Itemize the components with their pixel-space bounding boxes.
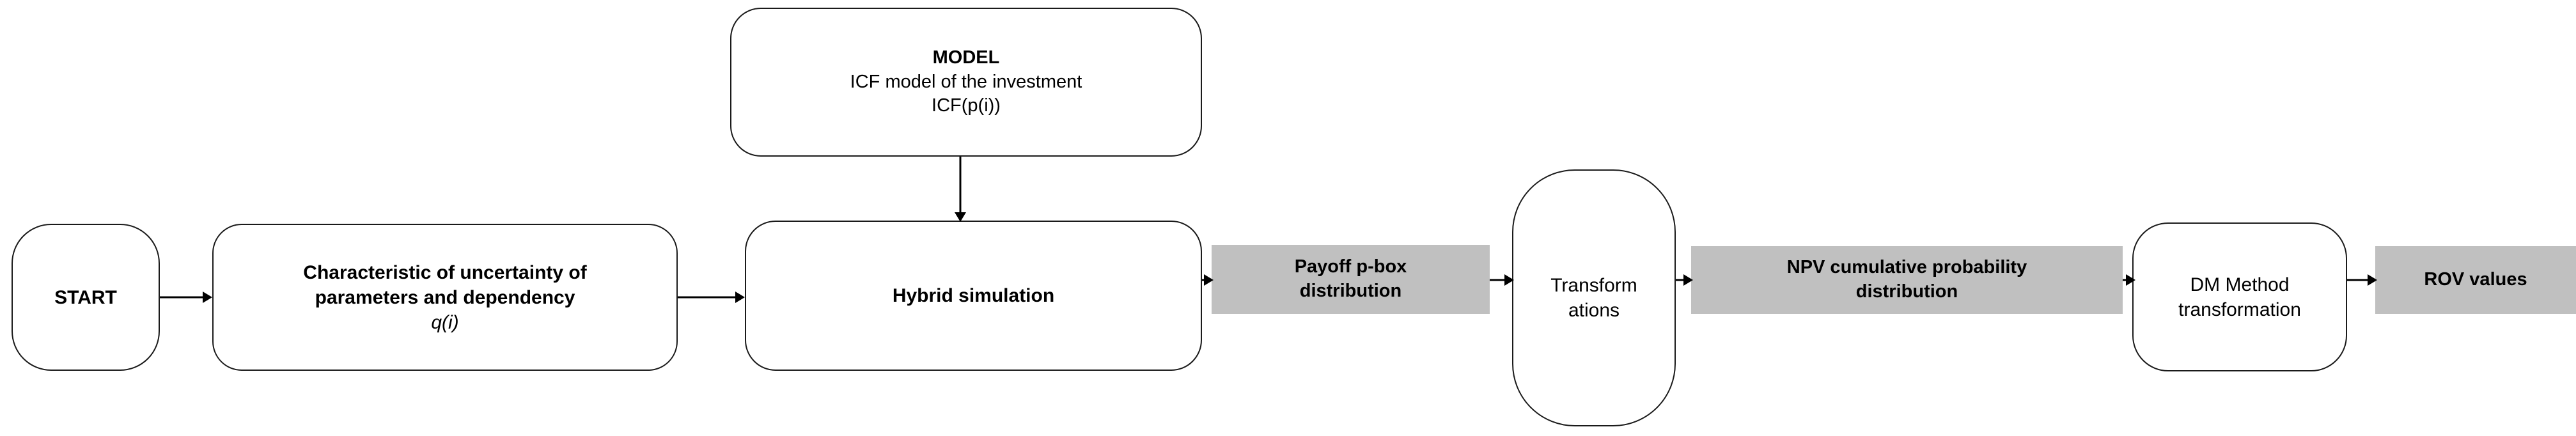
arrow-head (735, 292, 745, 303)
node-model-line3: ICF(p(i)) (932, 95, 1001, 116)
node-model-text: MODEL ICF model of the investment ICF(p(… (731, 46, 1201, 118)
node-payoff-line1: Payoff p-box (1294, 256, 1407, 277)
arrow-shaft (2123, 279, 2127, 281)
arrow-model-to-hybrid (954, 157, 967, 222)
node-dm-method-transformation[interactable]: DM Method transformation (2132, 222, 2347, 371)
arrow-shaft (959, 157, 962, 213)
arrow-shaft (1490, 279, 1505, 281)
node-npv-line1: NPV cumulative probability (1786, 257, 2027, 278)
arrow-shaft (2347, 279, 2368, 281)
node-start-label: START (54, 286, 117, 308)
node-npv-cumulative-probability-distribution[interactable]: NPV cumulative probability distribution (1691, 246, 2123, 314)
node-payoff-line2: distribution (1299, 281, 1402, 301)
node-payoff-text: Payoff p-box distribution (1212, 255, 1490, 303)
node-payoff-p-box-distribution[interactable]: Payoff p-box distribution (1212, 245, 1490, 314)
node-hybrid-simulation[interactable]: Hybrid simulation (745, 221, 1202, 371)
arrow-start-to-characteristic (160, 291, 212, 304)
arrow-characteristic-to-hybrid (678, 291, 745, 304)
arrow-shaft (678, 296, 736, 299)
node-transformations-line1: Transform (1550, 275, 1637, 296)
node-npv-text: NPV cumulative probability distribution (1691, 256, 2123, 304)
node-model[interactable]: MODEL ICF model of the investment ICF(p(… (730, 8, 1202, 157)
arrow-transformations-to-npv (1676, 274, 1693, 286)
arrow-shaft (160, 296, 203, 299)
node-characteristic-line2: parameters and dependency (315, 286, 575, 308)
node-rov-values[interactable]: ROV values (2375, 246, 2576, 314)
node-model-title: MODEL (932, 47, 1000, 68)
node-characteristic-of-uncertainty[interactable]: Characteristic of uncertainty of paramet… (212, 224, 678, 371)
arrow-dm-to-rov (2347, 274, 2377, 286)
node-transformations-line2: ations (1568, 300, 1620, 321)
arrow-shaft (1202, 279, 1206, 281)
node-characteristic-text: Characteristic of uncertainty of paramet… (214, 260, 676, 335)
node-model-line2: ICF model of the investment (850, 71, 1082, 92)
node-start[interactable]: START (12, 224, 160, 371)
node-characteristic-line1: Characteristic of uncertainty of (303, 261, 587, 283)
arrow-shaft (1676, 279, 1684, 281)
node-dm-line1: DM Method (2190, 274, 2290, 295)
node-transformations-text: Transform ations (1513, 273, 1674, 323)
node-characteristic-line3: q(i) (431, 311, 459, 333)
node-dm-line2: transformation (2178, 299, 2301, 320)
node-rov-values-label: ROV values (2424, 269, 2527, 290)
node-hybrid-simulation-label: Hybrid simulation (892, 285, 1055, 306)
node-npv-line2: distribution (1855, 281, 1958, 302)
arrow-head (203, 292, 212, 303)
arrow-payoff-to-transformations (1490, 274, 1514, 286)
node-transformations[interactable]: Transform ations (1512, 169, 1676, 426)
node-dm-text: DM Method transformation (2134, 272, 2346, 322)
